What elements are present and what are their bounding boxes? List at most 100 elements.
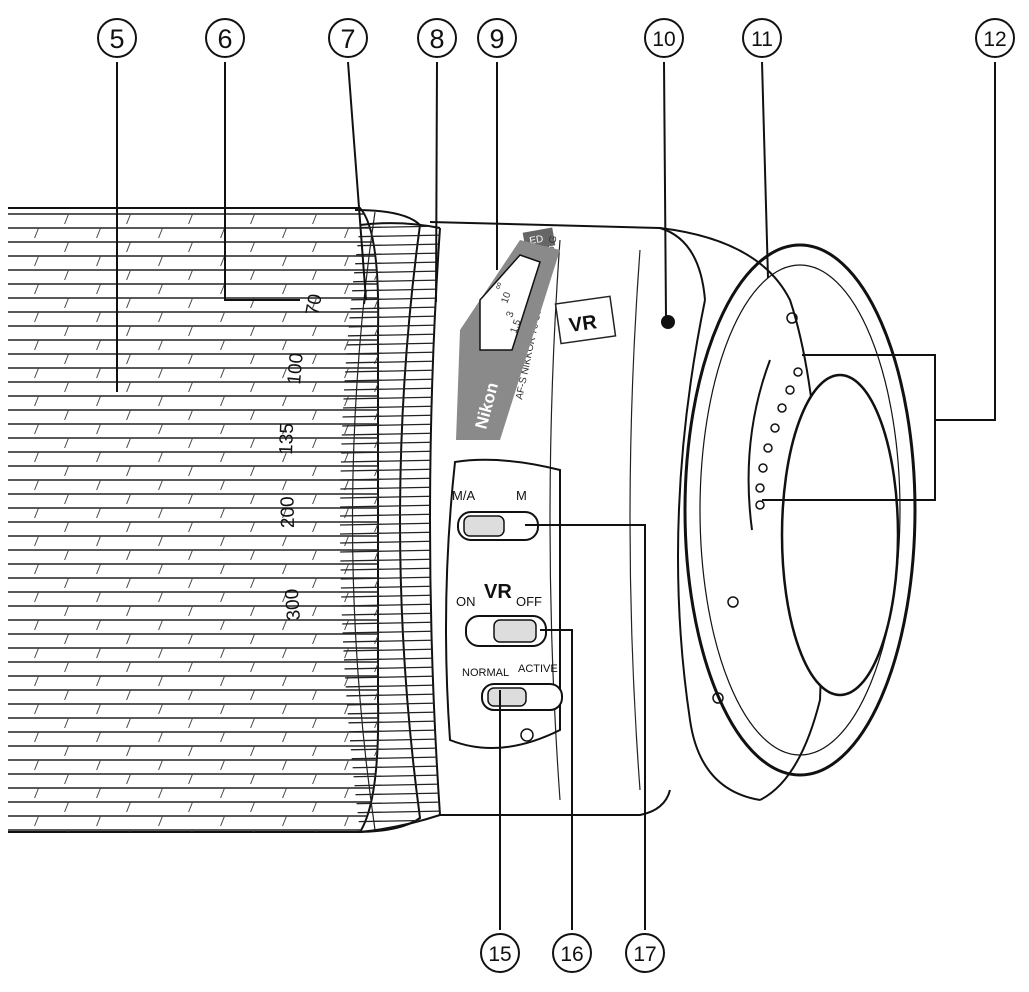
grip-notch	[220, 395, 226, 407]
focus-rib	[340, 261, 440, 265]
leader-16	[540, 629, 573, 930]
vr-label-on: ON	[456, 594, 476, 609]
grip-notch	[126, 269, 132, 281]
grip-notch	[250, 633, 256, 645]
grip-notch	[126, 493, 132, 505]
vr-mode-label-active: ACTIVE	[518, 663, 558, 675]
grip-notch	[220, 283, 226, 295]
grip-notch	[34, 731, 40, 743]
grip-notch	[250, 549, 256, 561]
focus-rib	[340, 477, 440, 481]
focus-rib	[340, 756, 440, 760]
grip-notch	[34, 647, 40, 659]
grip-notch	[64, 717, 70, 729]
focus-rib	[340, 765, 440, 769]
grip-notch	[34, 339, 40, 351]
grip-notch	[188, 297, 194, 309]
grip-notch	[344, 311, 350, 323]
focus-rib	[340, 801, 440, 805]
focus-rib	[340, 549, 440, 553]
grip-notch	[312, 745, 318, 757]
grip-notch	[312, 633, 318, 645]
grip-notch	[34, 563, 40, 575]
grip-notch	[374, 325, 379, 337]
focus-mode-switch-knob[interactable]	[463, 515, 505, 537]
grip-notch	[34, 423, 40, 435]
callout-17-circle	[625, 933, 665, 973]
focus-rib	[340, 234, 440, 238]
focus-rib	[340, 495, 440, 499]
callout-16: 16	[560, 943, 583, 966]
mount-section	[659, 227, 917, 801]
grip-notch	[34, 395, 40, 407]
focus-rib	[340, 603, 440, 607]
vr-mode-switch-knob[interactable]	[487, 687, 527, 707]
leader-11	[761, 61, 769, 279]
grip-notch	[188, 213, 194, 225]
grip-notch	[64, 829, 70, 832]
grip-notch	[126, 437, 132, 449]
rubber-gasket	[683, 243, 917, 777]
vr-onoff-switch-knob[interactable]	[493, 619, 537, 643]
focus-rib	[340, 648, 440, 652]
grip-notch	[126, 241, 132, 253]
grip-notch	[34, 255, 40, 267]
grip-notch	[126, 801, 132, 813]
focus-rib	[340, 774, 440, 778]
focus-rib	[340, 387, 440, 391]
grip-notch	[188, 577, 194, 589]
grip-notch	[344, 283, 350, 295]
grip-notch	[312, 269, 318, 281]
grip-notch	[96, 255, 102, 267]
grip-notch	[158, 311, 164, 323]
grip-notch	[220, 479, 226, 491]
grip-notch	[64, 689, 70, 701]
grip-notch	[188, 549, 194, 561]
grip-notch	[126, 829, 132, 832]
grip-notch	[282, 675, 288, 687]
grip-notch	[250, 353, 256, 365]
focus-rib	[340, 585, 440, 589]
grip-notch	[34, 591, 40, 603]
grip-notch	[64, 297, 70, 309]
grip-notch	[188, 605, 194, 617]
grip-notch	[34, 451, 40, 463]
grip-notch	[96, 507, 102, 519]
grip-notch	[220, 591, 226, 603]
grip-notch	[188, 717, 194, 729]
focus-rib	[340, 450, 440, 454]
grip-notch	[250, 773, 256, 785]
grip-notch	[188, 633, 194, 645]
focus-rib	[340, 504, 440, 508]
grip-notch	[64, 577, 70, 589]
grip-notch	[250, 409, 256, 421]
grip-notch	[250, 381, 256, 393]
grip-notch	[344, 731, 350, 743]
grip-notch	[158, 423, 164, 435]
leader-8	[435, 61, 438, 303]
grip-notch	[312, 409, 318, 421]
grip-notch	[64, 661, 70, 673]
grip-notch	[220, 367, 226, 379]
vr-badge: VR	[568, 311, 599, 337]
grip-notch	[312, 689, 318, 701]
grip-notch	[312, 605, 318, 617]
grip-notch	[344, 339, 350, 351]
focus-rib	[340, 792, 440, 796]
grip-notch	[64, 325, 70, 337]
grip-notch	[250, 661, 256, 673]
grip-notch	[126, 297, 132, 309]
focus-rib	[340, 711, 440, 715]
focus-rib	[340, 567, 440, 571]
grip-notch	[34, 479, 40, 491]
grip-notch	[374, 493, 379, 505]
grip-notch	[158, 479, 164, 491]
callout-10-circle	[644, 18, 684, 58]
grip-notch	[312, 353, 318, 365]
grip-notch	[250, 717, 256, 729]
grip-notch	[64, 437, 70, 449]
callout-6: 6	[217, 24, 232, 54]
grip-notch	[312, 549, 318, 561]
grip-notch	[344, 563, 350, 575]
grip-notch	[126, 409, 132, 421]
